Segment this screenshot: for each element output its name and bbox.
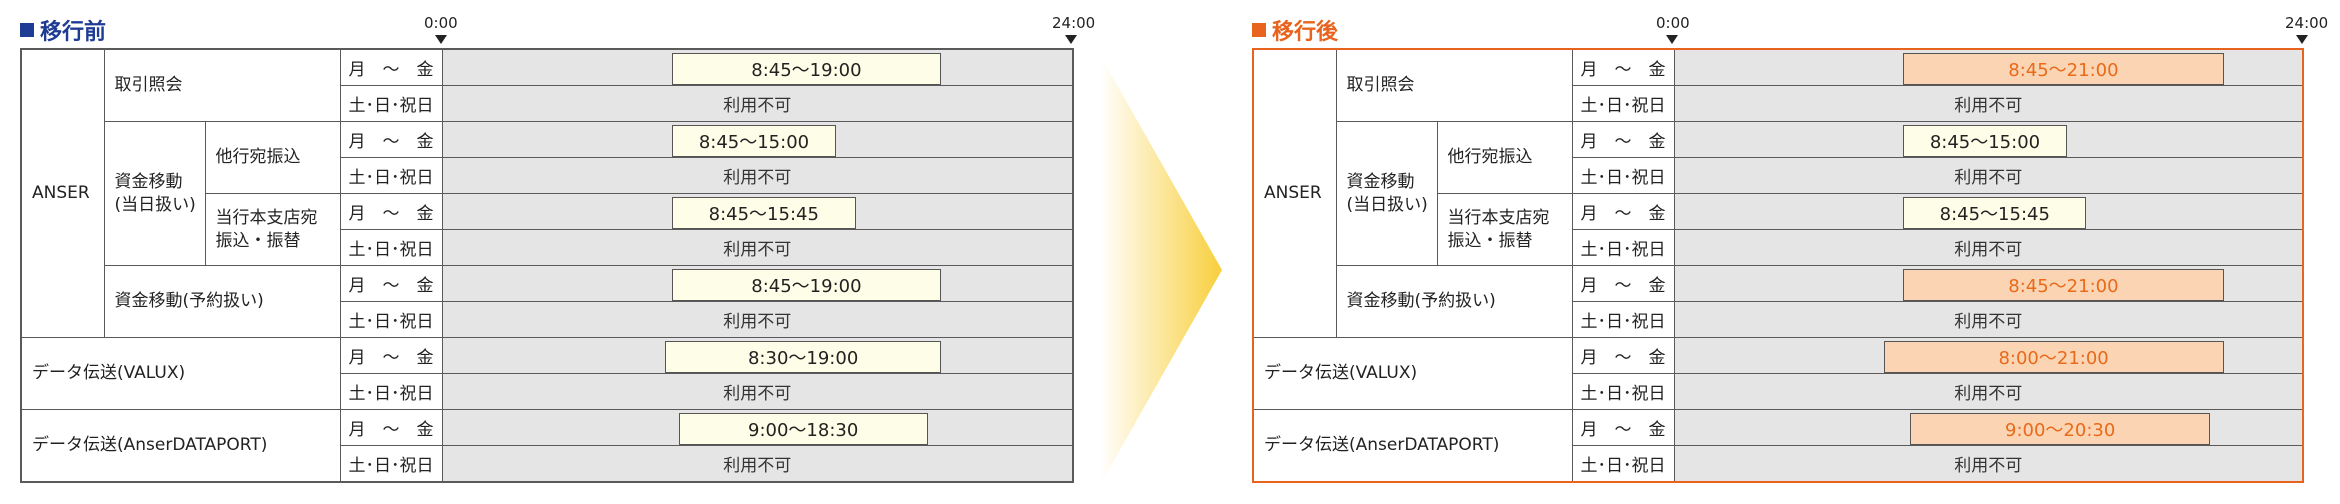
hours-band: 9:00〜18:30: [678, 413, 928, 445]
unavailable-cell: 利用不可: [1673, 445, 2304, 483]
unavailable-cell: 利用不可: [1673, 157, 2304, 194]
hours-band: 8:45〜15:45: [672, 197, 856, 229]
hours-cell: 8:45〜15:45: [1673, 193, 2304, 230]
after-time-start-marker-icon: [1666, 35, 1678, 44]
hours-cell: 8:30〜19:00: [441, 337, 1074, 374]
weekday-label: 月 ～ 金: [1571, 265, 1675, 302]
weekend-label: 土･日･祝日: [339, 301, 443, 338]
weekday-label: 月 ～ 金: [339, 121, 443, 158]
after-heading: 移行後: [1252, 14, 1338, 46]
before-time-end-marker-icon: [1065, 35, 1077, 44]
row-label-other-bank-transfer: 他行宛振込: [1436, 121, 1573, 194]
before-time-start: 0:00: [424, 14, 458, 32]
row-label-fund-transfer-scheduled: 資金移動(予約扱い): [103, 265, 341, 338]
hours-cell: 8:45〜15:00: [441, 121, 1074, 158]
row-label-data-transfer-valux: データ伝送(VALUX): [20, 337, 341, 410]
weekday-label: 月 ～ 金: [1571, 121, 1675, 158]
row-label-data-transfer-anserdataport: データ伝送(AnserDATAPORT): [20, 409, 341, 483]
hours-band: 8:45〜19:00: [672, 269, 941, 301]
weekday-label: 月 ～ 金: [339, 48, 443, 86]
row-label-fund-transfer-scheduled: 資金移動(予約扱い): [1335, 265, 1573, 338]
after-schedule-table: ANSER 取引照会 月 ～ 金 8:45〜21:00 土･日･祝日 利用不可 …: [1252, 48, 2304, 483]
unavailable-cell: 利用不可: [441, 301, 1074, 338]
weekday-label: 月 ～ 金: [339, 193, 443, 230]
weekend-label: 土･日･祝日: [339, 85, 443, 122]
row-label-fund-transfer-same-day: 資金移動 (当日扱い): [103, 121, 206, 266]
hours-cell: 8:45〜15:00: [1673, 121, 2304, 158]
unavailable-cell: 利用不可: [1673, 301, 2304, 338]
unavailable-cell: 利用不可: [1673, 373, 2304, 410]
weekend-label: 土･日･祝日: [339, 157, 443, 194]
before-time-start-marker-icon: [435, 35, 447, 44]
transition-arrow-icon: [1100, 55, 1222, 485]
hours-cell: 8:45〜21:00: [1673, 48, 2304, 86]
weekend-label: 土･日･祝日: [1571, 229, 1675, 266]
row-label-other-bank-transfer: 他行宛振込: [204, 121, 341, 194]
before-heading: 移行前: [20, 14, 106, 46]
weekend-label: 土･日･祝日: [1571, 373, 1675, 410]
after-time-end-marker-icon: [2296, 35, 2308, 44]
weekend-label: 土･日･祝日: [1571, 301, 1675, 338]
weekday-label: 月 ～ 金: [339, 409, 443, 446]
row-label-fund-transfer-same-day: 資金移動 (当日扱い): [1335, 121, 1438, 266]
weekday-label: 月 ～ 金: [339, 337, 443, 374]
before-time-end: 24:00: [1052, 14, 1096, 32]
hours-cell: 9:00〜20:30: [1673, 409, 2304, 446]
row-label-transaction-inquiry: 取引照会: [1335, 48, 1573, 122]
hours-band: 8:45〜19:00: [672, 53, 941, 85]
weekday-label: 月 ～ 金: [1571, 409, 1675, 446]
hours-cell: 8:45〜21:00: [1673, 265, 2304, 302]
orange-square-icon: [1252, 23, 1266, 37]
after-title: 移行後: [1272, 20, 1339, 45]
weekend-label: 土･日･祝日: [339, 229, 443, 266]
unavailable-cell: 利用不可: [441, 229, 1074, 266]
hours-cell: 8:45〜19:00: [441, 265, 1074, 302]
weekday-label: 月 ～ 金: [1571, 193, 1675, 230]
hours-cell: 8:45〜15:45: [441, 193, 1074, 230]
hours-band: 8:45〜15:00: [1903, 125, 2067, 157]
hours-band: 8:30〜19:00: [665, 341, 941, 373]
unavailable-cell: 利用不可: [441, 373, 1074, 410]
weekend-label: 土･日･祝日: [1571, 157, 1675, 194]
before-schedule-table: ANSER 取引照会 月 ～ 金 8:45〜19:00 土･日･祝日 利用不可 …: [20, 48, 1074, 483]
before-title: 移行前: [40, 20, 107, 45]
hours-band: 8:45〜21:00: [1903, 269, 2224, 301]
weekday-label: 月 ～ 金: [1571, 337, 1675, 374]
after-time-start: 0:00: [1656, 14, 1690, 32]
hours-band: 9:00〜20:30: [1909, 413, 2211, 445]
row-label-anser: ANSER: [1252, 48, 1337, 338]
row-label-transaction-inquiry: 取引照会: [103, 48, 341, 122]
unavailable-cell: 利用不可: [441, 85, 1074, 122]
row-label-data-transfer-valux: データ伝送(VALUX): [1252, 337, 1573, 410]
after-time-end: 24:00: [2285, 14, 2329, 32]
blue-square-icon: [20, 23, 34, 37]
weekend-label: 土･日･祝日: [1571, 445, 1675, 483]
weekday-label: 月 ～ 金: [1571, 48, 1675, 86]
unavailable-cell: 利用不可: [441, 157, 1074, 194]
hours-band: 8:45〜15:45: [1903, 197, 2087, 229]
unavailable-cell: 利用不可: [441, 445, 1074, 483]
hours-cell: 8:00〜21:00: [1673, 337, 2304, 374]
hours-band: 8:45〜15:00: [672, 125, 836, 157]
weekend-label: 土･日･祝日: [339, 373, 443, 410]
row-label-anser: ANSER: [20, 48, 105, 338]
hours-cell: 9:00〜18:30: [441, 409, 1074, 446]
weekday-label: 月 ～ 金: [339, 265, 443, 302]
row-label-own-bank-transfer: 当行本支店宛 振込・振替: [204, 193, 341, 266]
unavailable-cell: 利用不可: [1673, 85, 2304, 122]
unavailable-cell: 利用不可: [1673, 229, 2304, 266]
weekend-label: 土･日･祝日: [339, 445, 443, 483]
row-label-own-bank-transfer: 当行本支店宛 振込・振替: [1436, 193, 1573, 266]
weekend-label: 土･日･祝日: [1571, 85, 1675, 122]
hours-band: 8:00〜21:00: [1883, 341, 2224, 373]
row-label-data-transfer-anserdataport: データ伝送(AnserDATAPORT): [1252, 409, 1573, 483]
hours-cell: 8:45〜19:00: [441, 48, 1074, 86]
hours-band: 8:45〜21:00: [1903, 53, 2224, 85]
